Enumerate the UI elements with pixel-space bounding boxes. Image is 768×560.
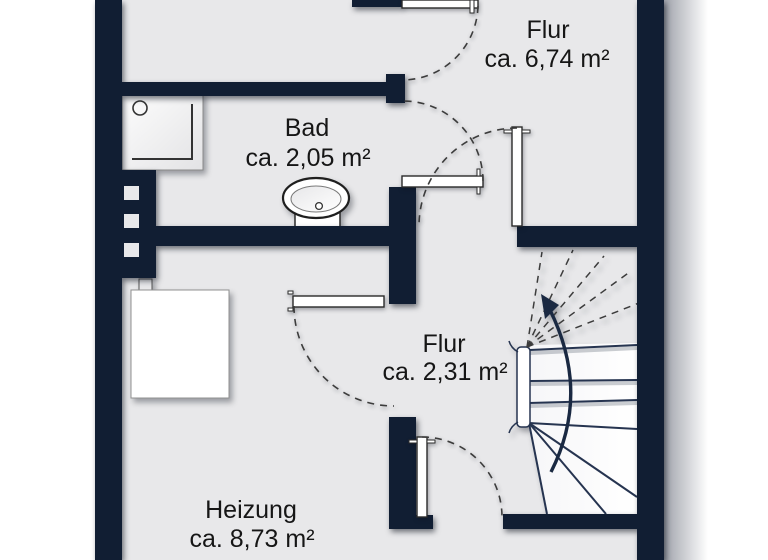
top-door-leaf — [401, 0, 479, 9]
door-swing-arc — [418, 127, 518, 227]
room-label-bad: Bad — [285, 114, 329, 142]
top-wall-stub — [352, 0, 402, 7]
room-area-heizung: ca. 8,73 m² — [189, 525, 314, 553]
door-jamb — [476, 186, 481, 195]
door-swing-arc — [402, 100, 484, 182]
door-swing-arc — [293, 305, 395, 407]
left-outer-wall — [95, 0, 122, 560]
stair-treads — [529, 343, 637, 514]
chimney-flue — [124, 214, 139, 228]
stair-newel-flare — [508, 340, 519, 434]
door-jamb — [476, 168, 481, 177]
stair-tread-edge — [529, 379, 638, 382]
room-label-flur-mid: Flur — [422, 330, 465, 358]
shower-tray — [121, 92, 204, 171]
room-area-flur-mid: ca. 2,31 m² — [382, 358, 507, 386]
walls — [95, 0, 664, 560]
bad-north-wall — [122, 82, 389, 96]
door-jamb — [287, 307, 294, 312]
door-swing-arc — [402, 5, 479, 81]
door-jamb — [287, 290, 294, 295]
winder-staircase — [508, 249, 640, 515]
lower-door-leaf — [416, 436, 428, 518]
chimney-flue — [124, 243, 139, 257]
room-label-heizung: Heizung — [205, 496, 297, 524]
heizung-door-leaf — [292, 295, 385, 308]
door-jamb — [503, 129, 513, 134]
bad-north-wall-cap — [386, 74, 405, 103]
room-label-flur-top: Flur — [526, 16, 569, 44]
stair-tread-edge — [529, 344, 638, 351]
stair-south-wall — [503, 514, 664, 529]
stair-tread-edge — [528, 422, 548, 515]
stair-north-wall — [517, 226, 637, 247]
stair-direction-arrow — [548, 309, 573, 473]
room-area-bad: ca. 2,05 m² — [245, 144, 370, 172]
center-wall-lower — [389, 417, 416, 515]
chimney-flue — [124, 186, 139, 200]
stair-tread-edge — [528, 422, 638, 498]
stair-tread-edge — [528, 422, 607, 515]
plan-edge-shadow — [664, 0, 708, 560]
door-jamb — [469, 0, 475, 14]
center-wall-mid — [389, 246, 416, 304]
heizung-south-stub — [389, 515, 433, 529]
stair-newel — [516, 346, 531, 428]
bad-door-leaf — [401, 175, 484, 188]
upper-flight-dashed — [526, 249, 640, 348]
stair-tread-edge — [528, 399, 638, 404]
shower-tray-edge — [132, 104, 193, 160]
heater-unit — [130, 278, 230, 399]
washbasin — [281, 176, 351, 230]
door-jamb — [426, 439, 436, 444]
door-jamb — [408, 439, 418, 444]
door-swing-arc — [421, 436, 503, 518]
bad-south-wall — [140, 226, 416, 246]
room-area-flur-top: ca. 6,74 m² — [484, 45, 609, 73]
drain-icon — [132, 100, 148, 116]
heater-pipe — [138, 278, 153, 292]
up-arrow-icon — [541, 294, 559, 319]
room-labels: Flur ca. 6,74 m² Bad ca. 2,05 m² Flur ca… — [189, 16, 609, 553]
center-wall-upper — [389, 187, 416, 226]
right-outer-wall — [637, 0, 664, 560]
doors — [287, 0, 531, 518]
left-page-margin — [0, 0, 95, 560]
basin-drain-icon — [314, 201, 324, 211]
door-jamb — [521, 129, 531, 134]
stair-tread-edge — [528, 422, 638, 430]
flur-door-leaf — [511, 126, 523, 227]
